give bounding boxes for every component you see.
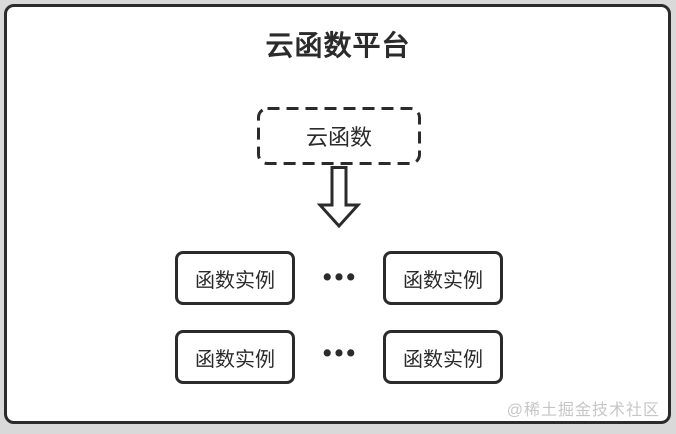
function-instance-node: 函数实例	[383, 330, 503, 384]
ellipsis-dots: •••	[322, 338, 359, 367]
function-instance-node: 函数实例	[175, 251, 295, 305]
watermark: @稀土掘金技术社区	[506, 402, 660, 419]
function-instance-node: 函数实例	[175, 330, 295, 384]
function-instance-label: 函数实例	[195, 269, 275, 292]
function-instance-label: 函数实例	[195, 348, 275, 371]
ellipsis-dots: •••	[322, 262, 359, 291]
dashed-border-icon	[257, 107, 421, 165]
page-title: 云函数平台	[265, 30, 411, 61]
function-instance-node: 函数实例	[383, 251, 503, 305]
function-instance-label: 函数实例	[403, 269, 483, 292]
cloud-function-label: 云函数	[305, 125, 372, 150]
cloud-function-node: 云函数	[257, 107, 421, 165]
function-instance-label: 函数实例	[403, 348, 483, 371]
down-arrow-icon	[317, 166, 361, 228]
